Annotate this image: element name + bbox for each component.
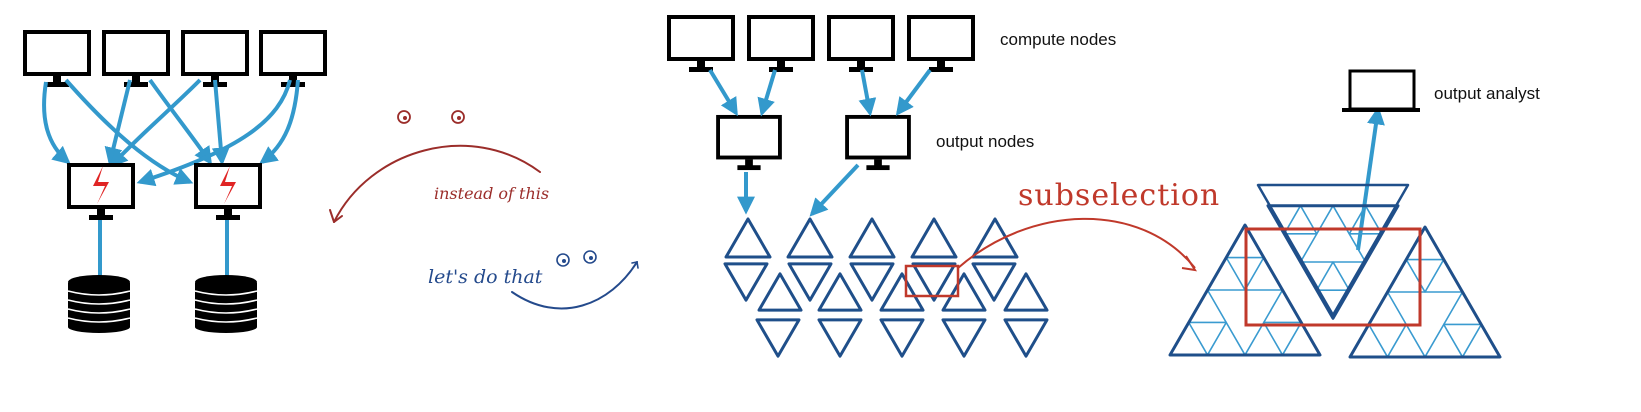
sub-triangle	[1367, 291, 1408, 326]
sub-triangle	[1405, 226, 1445, 261]
triangle	[879, 318, 925, 358]
compute-nodes-left	[23, 30, 327, 87]
left-arrows	[42, 78, 300, 304]
sub-triangle	[1386, 323, 1426, 358]
compute-nodes-label: compute nodes	[1000, 30, 1117, 49]
sub-triangle	[1424, 258, 1464, 293]
instead-of-this-note: instead of this	[434, 184, 550, 203]
sub-triangle	[1461, 323, 1501, 358]
overloaded-output-nodes	[67, 163, 262, 220]
subselected-triangles	[1168, 183, 1502, 359]
sub-triangle	[1206, 321, 1246, 356]
outer-triangle	[1348, 225, 1502, 359]
data-triangle-grid	[723, 217, 1049, 358]
triangle	[786, 217, 834, 259]
sub-triangle	[1262, 289, 1303, 324]
sub-triangle	[1424, 323, 1464, 358]
outer-triangle	[1168, 223, 1322, 357]
triangle	[724, 217, 772, 259]
output-nodes	[716, 114, 911, 171]
triangle	[941, 272, 987, 312]
right-arrows	[708, 68, 1385, 251]
triangle	[1003, 318, 1049, 358]
triangle	[1003, 272, 1049, 312]
triangle	[723, 262, 769, 302]
compute-nodes-right	[667, 15, 975, 72]
sub-triangle	[1206, 256, 1246, 291]
monitor-icon	[827, 15, 895, 72]
triangle	[757, 272, 803, 312]
storage-disks	[67, 274, 258, 334]
monitor-icon	[259, 30, 327, 87]
disk-stack-icon	[194, 274, 258, 334]
triangle	[755, 318, 801, 358]
sub-triangle	[1281, 321, 1321, 356]
handwriting-marks	[329, 110, 639, 310]
triangle	[941, 318, 987, 358]
monitor-icon	[667, 15, 735, 72]
triangle	[971, 262, 1017, 302]
laptop-icon	[1342, 69, 1420, 112]
sub-triangle	[1244, 256, 1284, 291]
monitor-icon	[747, 15, 815, 72]
subselection-note: subselection	[1018, 178, 1221, 213]
outer-triangle	[1266, 204, 1400, 320]
sub-triangle	[1442, 291, 1483, 326]
disk-stack-icon	[67, 274, 131, 334]
triangle	[848, 217, 896, 259]
lightning-icon	[220, 166, 236, 204]
triangle	[817, 272, 863, 312]
triangle	[787, 262, 833, 302]
sub-triangle	[1169, 321, 1209, 356]
subselection-marks	[904, 217, 1422, 327]
monitor-icon	[102, 30, 170, 87]
monitor-icon	[907, 15, 975, 72]
triangle	[910, 217, 958, 259]
sub-triangle	[1349, 323, 1389, 358]
output-analyst-label: output analyst	[1434, 84, 1540, 103]
monitor-icon	[716, 114, 782, 171]
triangle	[849, 262, 895, 302]
output-nodes-label: output nodes	[936, 132, 1035, 151]
sub-triangle	[1244, 321, 1284, 356]
triangle	[879, 272, 925, 312]
monitor-icon	[23, 30, 91, 87]
sub-triangle	[1187, 289, 1228, 324]
triangle	[817, 318, 863, 358]
outer-triangle	[1256, 183, 1410, 317]
monitor-icon	[181, 30, 249, 87]
lets-do-that-note: let's do that	[428, 266, 543, 288]
lightning-icon	[93, 166, 109, 204]
triangle	[911, 262, 957, 302]
triangle	[971, 217, 1019, 259]
monitor-icon	[845, 114, 911, 171]
